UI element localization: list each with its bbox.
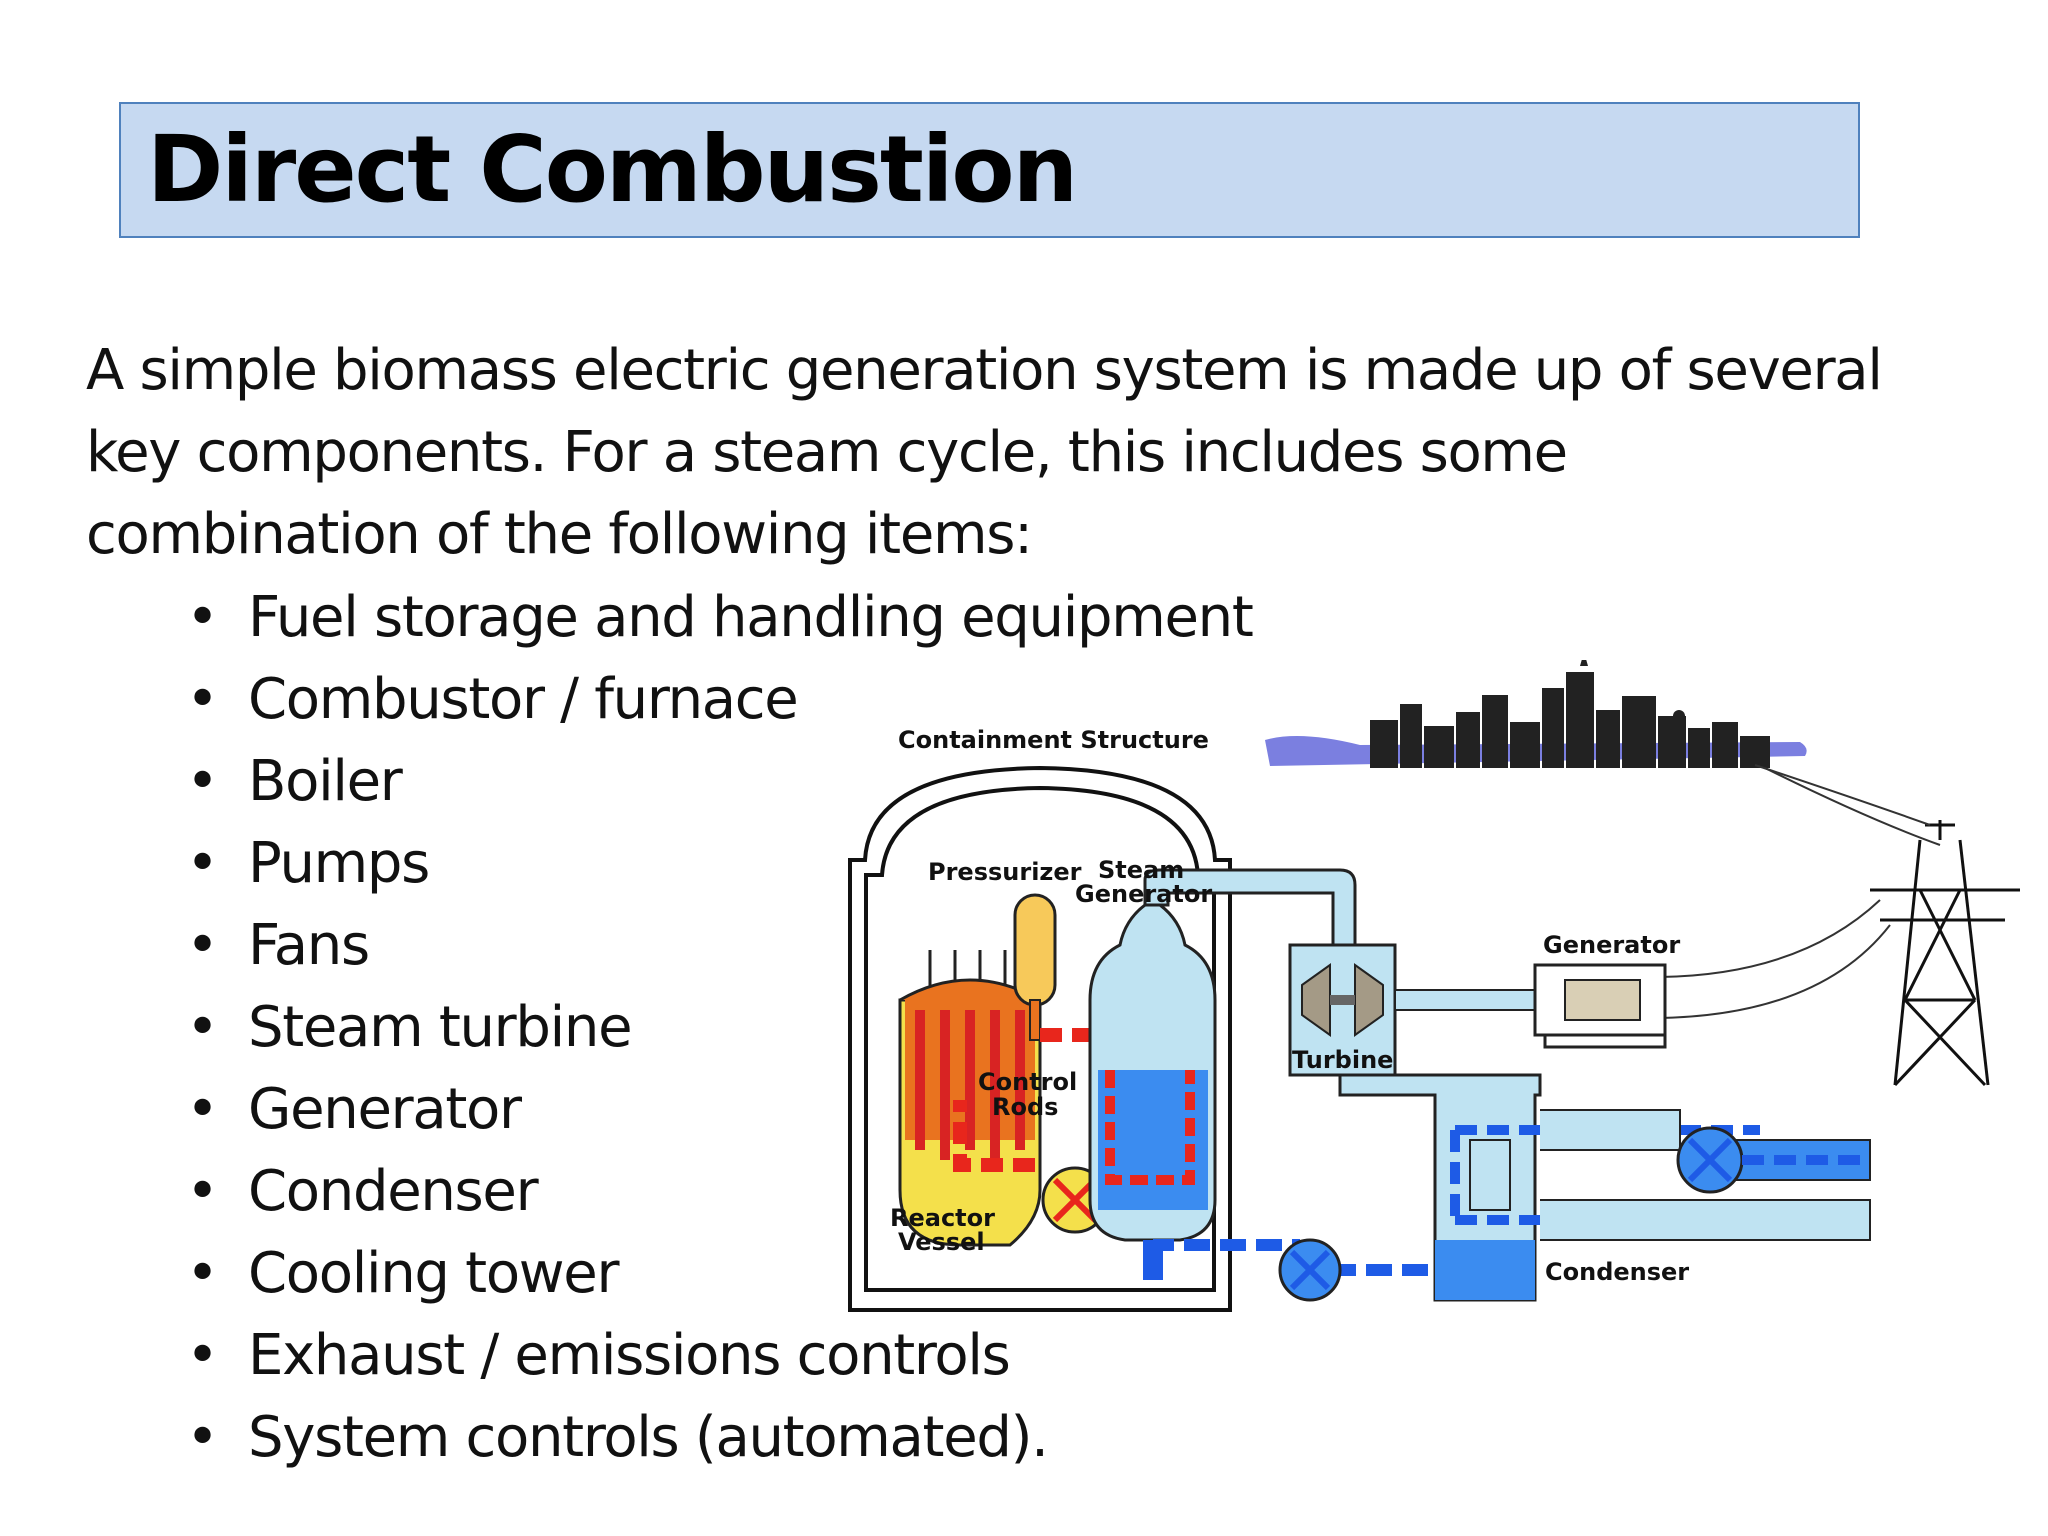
list-item-label: Boiler xyxy=(248,749,403,814)
steam-generator-label: Steam xyxy=(1098,856,1184,884)
bullet-icon: • xyxy=(186,1405,219,1470)
bullet-icon: • xyxy=(186,995,219,1060)
list-item: • Cooling tower xyxy=(186,1233,1253,1315)
list-item-label: Combustor / furnace xyxy=(248,667,799,732)
list-item: • Steam turbine xyxy=(186,987,1253,1069)
list-item-label: System controls (automated). xyxy=(248,1405,1049,1470)
steam-generator-label: Generator xyxy=(1075,880,1212,908)
list-item-label: Exhaust / emissions controls xyxy=(248,1323,1011,1388)
reactor-vessel-label: Reactor xyxy=(890,1204,995,1232)
list-item-label: Condenser xyxy=(248,1159,539,1224)
pressurizer xyxy=(1013,893,1057,1041)
condenser-label: Condenser xyxy=(1545,1258,1689,1286)
title-box: Direct Combustion xyxy=(119,102,1860,238)
bullet-icon: • xyxy=(186,1077,219,1142)
list-item-label: Pumps xyxy=(248,831,430,896)
list-item-label: Cooling tower xyxy=(248,1241,619,1306)
list-item-label: Generator xyxy=(248,1077,522,1142)
feedwater-line xyxy=(1147,1239,1435,1276)
reactor-vessel-label: Vessel xyxy=(898,1228,985,1256)
feedwater-pump xyxy=(1278,1238,1342,1302)
turbine-label: Turbine xyxy=(1292,1046,1393,1074)
bullet-icon: • xyxy=(186,749,219,814)
list-item-label: Fuel storage and handling equipment xyxy=(248,585,1254,650)
list-item: • Fuel storage and handling equipment xyxy=(186,577,1254,659)
bullet-icon: • xyxy=(186,585,219,650)
power-lines xyxy=(1659,764,1941,1019)
slide-title: Direct Combustion xyxy=(147,116,1078,223)
intro-paragraph: A simple biomass electric generation sys… xyxy=(86,338,1883,567)
list-item: • Combustor / furnace xyxy=(186,659,1253,741)
list-item: • Exhaust / emissions controls xyxy=(186,1315,1253,1397)
control-rods-label: Control xyxy=(978,1068,1077,1096)
bullet-icon: • xyxy=(186,1323,219,1388)
containment-label: Containment Structure xyxy=(898,726,1209,754)
list-item: • Generator xyxy=(186,1069,1253,1151)
list-item: • Fans xyxy=(186,905,1253,987)
bullet-icon: • xyxy=(186,1159,219,1224)
list-item-label: Steam turbine xyxy=(248,995,633,1060)
cooling-pump xyxy=(1676,1126,1870,1194)
control-rods-label: Rods xyxy=(992,1093,1058,1121)
transmission-tower-icon xyxy=(1870,820,2020,1087)
condenser xyxy=(1338,1073,1871,1302)
list-item: • Condenser xyxy=(186,1151,1253,1233)
list-item: • Pumps xyxy=(186,823,1253,905)
component-list: • Fuel storage and handling equipment • Co… xyxy=(186,577,1254,1479)
list-item-label: Fans xyxy=(248,913,370,978)
turbine xyxy=(1288,943,1566,1077)
bullet-icon: • xyxy=(186,913,219,978)
steam-generator xyxy=(1088,903,1217,1280)
generator-label: Generator xyxy=(1543,931,1680,959)
power-plant-diagram: Containment Structure Pressurizer Steam … xyxy=(848,660,2020,1312)
list-item: • Boiler xyxy=(186,741,1253,823)
generator xyxy=(1533,963,1667,1049)
reactor-vessel xyxy=(898,950,1042,1247)
pressurizer-label: Pressurizer xyxy=(928,858,1082,886)
city-skyline-icon xyxy=(1265,660,1807,768)
bullet-icon: • xyxy=(186,1241,219,1306)
bullet-icon: • xyxy=(186,667,219,732)
list-item: • System controls (automated). xyxy=(186,1397,1253,1479)
bullet-icon: • xyxy=(186,831,219,896)
